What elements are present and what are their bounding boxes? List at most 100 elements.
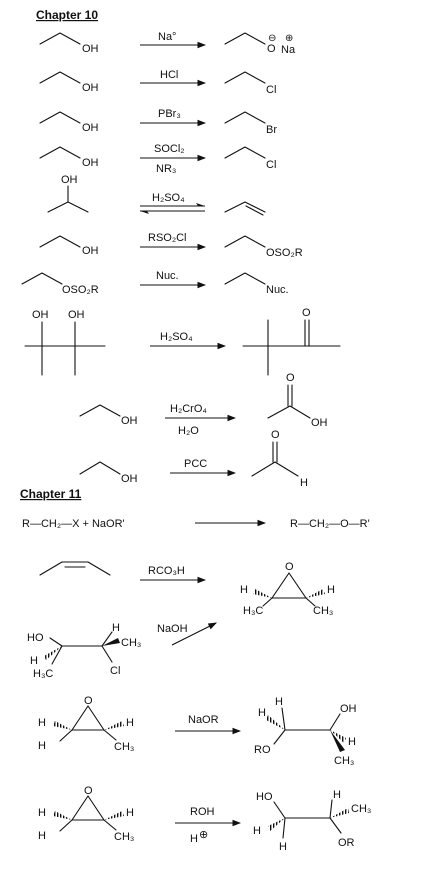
- product-oh: OH: [340, 703, 357, 715]
- carbonyl-oxygen: O: [286, 372, 295, 384]
- forward-arrowhead: [196, 203, 205, 206]
- reactant-oh: OH: [82, 157, 99, 169]
- product-bromide: Br: [266, 124, 277, 136]
- product-oxygen: O: [267, 43, 276, 55]
- epoxide-oxygen: O: [84, 785, 93, 797]
- h-bond-lower: [59, 819, 73, 832]
- williamson-reactants: R—CH₂—X + NaOR': [22, 518, 125, 530]
- ethyl-chain: [79, 461, 121, 475]
- product-h-top: H: [275, 696, 283, 708]
- epoxide-h-left: H: [38, 807, 46, 819]
- epoxide-h-right: H: [126, 807, 134, 819]
- epoxide-methyl-right: CH₃: [313, 605, 333, 617]
- product-h-left: H: [253, 825, 261, 837]
- reverse-arrowhead: [140, 211, 149, 214]
- reaction-pcc-oxidation: OH PCC O H: [79, 429, 308, 489]
- hashed-bond-right: [104, 721, 124, 730]
- reactant-sulfonate: OSO₂R: [62, 284, 99, 296]
- reagent-water-label: H₂O: [178, 425, 199, 437]
- halohydrin-h-left: H: [30, 655, 38, 667]
- product-h: H: [300, 477, 308, 489]
- reactant-oh: OH: [82, 82, 99, 94]
- reactant-oh: OH: [82, 245, 99, 257]
- reagent-label: NaOR: [188, 714, 219, 726]
- product-oh-bond: [329, 713, 341, 731]
- reagent-label: H₂SO₄: [160, 331, 193, 343]
- negative-charge: ⊖: [268, 33, 276, 44]
- product-h-top-bond: [329, 799, 333, 819]
- reaction-epoxide-basic-opening: O H H H CH₃ NaOR H H RO OH H CH₃: [38, 695, 357, 767]
- halohydrin-ch3: CH₃: [121, 637, 141, 649]
- product-ch3: CH₃: [351, 803, 371, 815]
- product-or: OR: [338, 837, 355, 849]
- product-hashed-h: [266, 715, 285, 730]
- hashed-bond-right: [306, 589, 325, 598]
- product-ethyl-chain: [224, 71, 266, 84]
- chapter-10-heading: Chapter 10: [36, 8, 98, 22]
- reactant-oh: OH: [121, 473, 138, 485]
- epoxide-ring: [271, 572, 307, 599]
- ethyl-chain: [39, 32, 81, 45]
- aldehyde-skeleton: [251, 461, 299, 477]
- reactant-oh: OH: [82, 43, 99, 55]
- product-or-bond: [329, 817, 342, 834]
- hashed-h-bond: [44, 646, 62, 660]
- h-bond-right: [101, 631, 113, 647]
- reaction-alcohol-hcl: OH HCl Cl: [39, 69, 276, 96]
- epoxide-ring: [71, 705, 105, 731]
- epoxide-ch3: CH₃: [114, 831, 134, 843]
- reaction-alcohol-sodium: OH Na° O ⊖ ⊕ Na: [39, 31, 296, 56]
- halohydrin-ho: HO: [27, 632, 44, 644]
- hashed-bond-left: [253, 589, 272, 598]
- williamson-product: R—CH₂—O—R': [290, 518, 370, 530]
- reagent-label: PCC: [184, 458, 207, 470]
- reaction-alcohol-socl2: OH SOCl₂ NR₃ Cl: [39, 143, 276, 175]
- epoxide-oxygen: O: [285, 561, 294, 573]
- product-hashed-methyl: [330, 808, 349, 818]
- double-bond-line: [245, 205, 264, 216]
- product-ethyl-chain: [224, 272, 266, 285]
- product-sulfonate: OSO₂R: [266, 247, 303, 259]
- reagent-label: ROH: [190, 806, 215, 818]
- reagent-label: NaOH: [157, 623, 188, 635]
- epoxide-h-lower: H: [38, 830, 46, 842]
- product-h-top-bond: [281, 707, 286, 731]
- product-hashed-h-right: [330, 730, 346, 743]
- reaction-halohydrin-closure: HO H H₃C H CH₃ Cl NaOH: [27, 622, 217, 680]
- reaction-williamson: R—CH₂—X + NaOR' R—CH₂—O—R': [22, 518, 370, 530]
- methyl-bond: [103, 729, 117, 741]
- product-h-lower-bond: [282, 817, 286, 839]
- propene-skeleton: [224, 201, 266, 213]
- h-bond-lower: [59, 729, 73, 742]
- diol-oh-right: OH: [68, 309, 85, 321]
- reagent-label: H₂SO₄: [152, 192, 185, 204]
- hashed-bond-left: [53, 811, 72, 820]
- reaction-epoxide-acidic-opening: O H H H CH₃ ROH H ⊕ HO H H H CH₃ OR: [38, 785, 371, 853]
- product-ethyl-chain: [224, 235, 266, 248]
- product-nucleophile: Nuc.: [266, 284, 289, 296]
- reagent-label: H₂CrO₄: [170, 403, 207, 415]
- product-ethyl-chain: [224, 146, 266, 159]
- cl-bond: [101, 645, 113, 663]
- acid-skeleton: [267, 405, 311, 419]
- ethyl-chain: [21, 272, 63, 285]
- reaction-sulfonation: OH RSO₂Cl OSO₂R: [39, 232, 303, 259]
- reagent-label: PBr₃: [158, 108, 181, 120]
- halohydrin-cl: Cl: [110, 665, 120, 677]
- cis-butene-skeleton: [39, 561, 111, 576]
- epoxide-h-right: H: [327, 584, 335, 596]
- reagent-label: Na°: [158, 31, 176, 43]
- reactant-oh: OH: [61, 174, 78, 186]
- reaction-substitution: OSO₂R Nuc. Nuc.: [21, 270, 289, 296]
- epoxide-ch3: CH₃: [114, 741, 134, 753]
- product-hashed-h-left: [268, 818, 285, 831]
- product-chloride: Cl: [266, 84, 276, 96]
- reaction-epoxidation: RCO₃H O H H H₃C CH₃: [39, 561, 335, 617]
- reagent-label: RSO₂Cl: [148, 232, 187, 244]
- product-oh: OH: [311, 417, 328, 429]
- hashed-bond-right: [104, 811, 124, 820]
- ethyl-chain: [39, 71, 81, 84]
- epoxide-h-left: H: [240, 584, 248, 596]
- reaction-pinacol: OH OH H₂SO₄ O: [24, 307, 341, 376]
